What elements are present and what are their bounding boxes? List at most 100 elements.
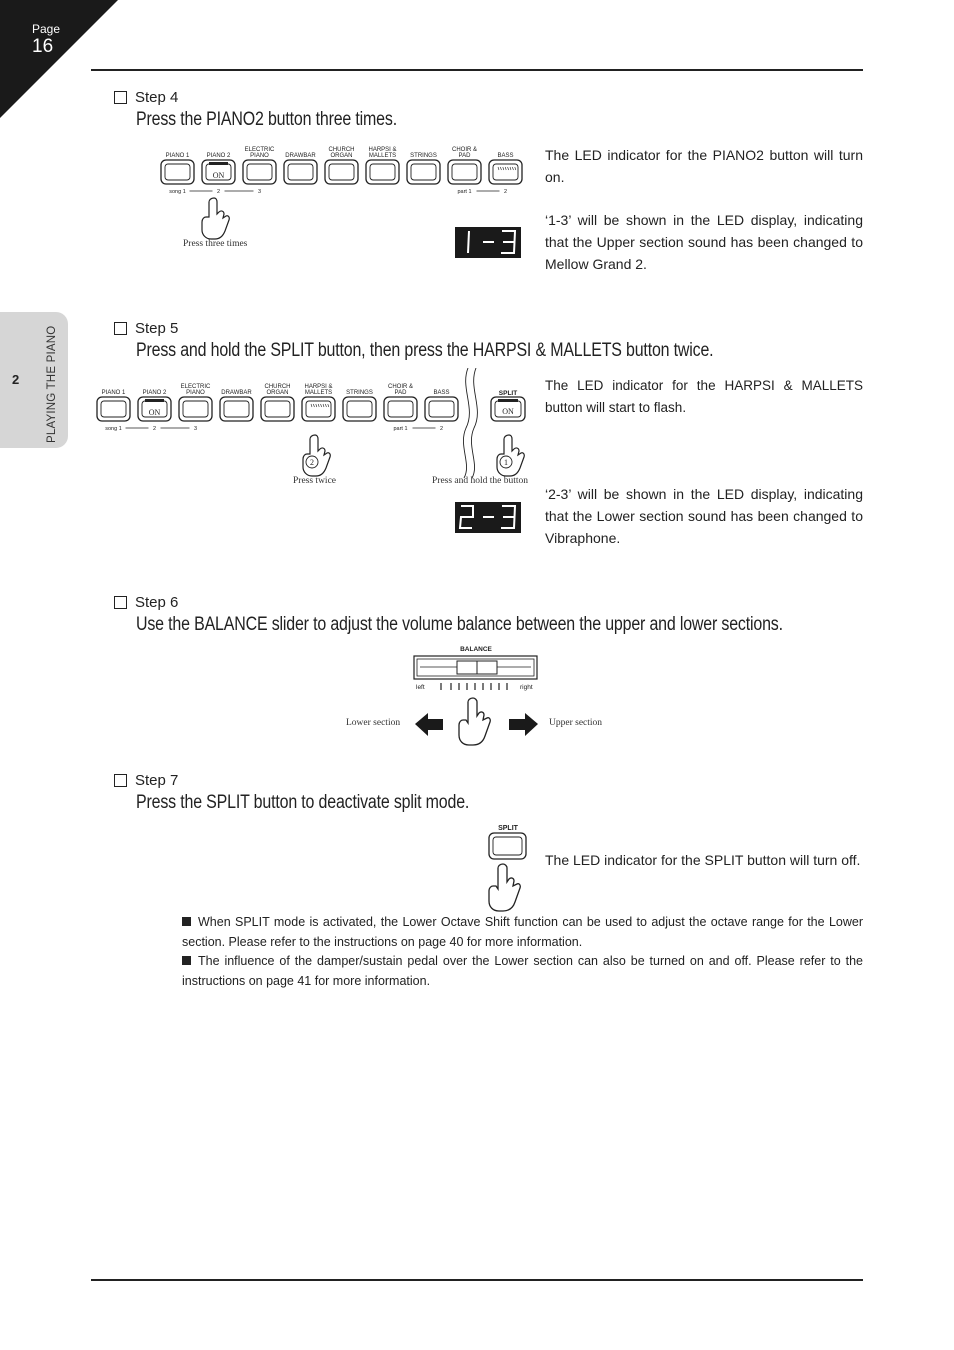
split-button[interactable] bbox=[488, 832, 527, 860]
panel-button-2[interactable] bbox=[242, 159, 277, 185]
button-label-4: ORGAN bbox=[266, 390, 288, 396]
button-label-2: PIANO bbox=[186, 390, 205, 396]
button-label-8: BASS bbox=[433, 390, 449, 396]
panel-button-8[interactable] bbox=[488, 159, 523, 185]
page-number: 16 bbox=[32, 36, 54, 57]
page-corner-tab bbox=[0, 0, 118, 118]
button-label-7: CHOIR & bbox=[452, 147, 477, 153]
balance-slider-diagram: BALANCE left right bbox=[413, 646, 538, 746]
on-indicator-label: ON bbox=[213, 171, 225, 180]
button-label-2: PIANO bbox=[250, 153, 269, 159]
step5-para2: ‘2-3’ will be shown in the LED display, … bbox=[545, 486, 863, 546]
chapter-number: 2 bbox=[12, 372, 20, 387]
split-label: SPLIT bbox=[498, 825, 519, 832]
panel-break-line bbox=[462, 368, 470, 479]
step4-para2: ‘1-3’ will be shown in the LED display, … bbox=[545, 212, 863, 272]
panel-button-5[interactable] bbox=[365, 159, 400, 185]
panel-button-4[interactable] bbox=[324, 159, 359, 185]
step6-label: Step 6 bbox=[114, 594, 178, 611]
bottom-rule bbox=[91, 1279, 863, 1281]
panel-button-7[interactable] bbox=[447, 159, 482, 185]
panel-button-0[interactable] bbox=[160, 159, 195, 185]
song-label: 3 bbox=[194, 426, 197, 432]
hand-pointer-icon bbox=[488, 863, 521, 912]
step4-label: Step 4 bbox=[114, 89, 178, 106]
panel-button-2[interactable] bbox=[178, 396, 213, 422]
step5-caption-hold: Press and hold the button bbox=[432, 476, 529, 486]
song-label: 3 bbox=[258, 189, 261, 195]
button-label-0: PIANO 1 bbox=[102, 390, 126, 396]
page-label: Page bbox=[32, 22, 61, 36]
part-label: 2 bbox=[440, 426, 443, 432]
balance-ticks bbox=[440, 683, 508, 690]
on-indicator-label: ON bbox=[149, 408, 161, 417]
button-label-4: ORGAN bbox=[330, 153, 352, 159]
button-label-5: HARPSI & bbox=[304, 384, 332, 390]
button-label-8: BASS bbox=[497, 153, 513, 159]
panel-button-0[interactable] bbox=[96, 396, 131, 422]
button-label-4: CHURCH bbox=[329, 147, 355, 153]
led-display-2-3 bbox=[455, 502, 521, 533]
button-label-7: CHOIR & bbox=[388, 384, 413, 390]
checkbox-icon bbox=[114, 774, 127, 787]
step5-caption-twice: Press twice bbox=[293, 476, 337, 486]
step7-label: Step 7 bbox=[114, 772, 178, 789]
button-label-5: MALLETS bbox=[369, 153, 396, 159]
button-label-7: PAD bbox=[395, 390, 408, 396]
split-button-diagram: SPLIT bbox=[488, 825, 527, 912]
button-label-5: HARPSI & bbox=[368, 147, 396, 153]
seven-segment-2-3 bbox=[458, 505, 517, 529]
step4-para1: The LED indicator for the PIANO2 button … bbox=[545, 147, 863, 185]
song-label: song 1 bbox=[169, 189, 186, 195]
button-label-6: STRINGS bbox=[346, 390, 373, 396]
panel-button-6[interactable] bbox=[406, 159, 441, 185]
hand-pointer-icon bbox=[201, 197, 230, 240]
button-label-2: ELECTRIC bbox=[245, 147, 275, 153]
press-order-number: 1 bbox=[504, 458, 508, 467]
panel-button-4[interactable] bbox=[260, 396, 295, 422]
step5-para1: The LED indicator for the HARPSI & MALLE… bbox=[545, 378, 863, 415]
balance-label: BALANCE bbox=[460, 646, 492, 653]
chapter-label: PLAYING THE PIANO bbox=[46, 325, 58, 443]
part-label: part 1 bbox=[393, 426, 407, 432]
balance-slider-frame bbox=[413, 655, 538, 680]
panel-button-7[interactable] bbox=[383, 396, 418, 422]
note-1: When SPLIT mode is activated, the Lower … bbox=[182, 915, 863, 949]
hand-pointer-icon: 2 bbox=[302, 434, 331, 477]
step7-para1: The LED indicator for the SPLIT button w… bbox=[545, 852, 861, 868]
panel-button-1[interactable] bbox=[201, 159, 236, 185]
split-button[interactable] bbox=[490, 396, 526, 422]
button-label-0: PIANO 1 bbox=[166, 153, 190, 159]
song-label: song 1 bbox=[105, 426, 122, 432]
song-label: 2 bbox=[217, 189, 220, 195]
panel-button-3[interactable] bbox=[219, 396, 254, 422]
panel-button-3[interactable] bbox=[283, 159, 318, 185]
upper-section-caption: Upper section bbox=[549, 718, 603, 728]
button-label-7: PAD bbox=[459, 153, 472, 159]
checkbox-icon bbox=[114, 596, 127, 609]
balance-left-label: left bbox=[416, 684, 425, 691]
part-label: part 1 bbox=[457, 189, 471, 195]
lower-section-caption: Lower section bbox=[346, 718, 401, 728]
step6-heading: Use the BALANCE slider to adjust the vol… bbox=[136, 614, 783, 635]
panel-button-1[interactable] bbox=[137, 396, 172, 422]
panel-button-8[interactable] bbox=[424, 396, 459, 422]
step4-caption: Press three times bbox=[183, 239, 248, 249]
button-label-5: MALLETS bbox=[305, 390, 332, 396]
step5-label: Step 5 bbox=[114, 320, 178, 337]
on-indicator-label: ON bbox=[502, 407, 514, 416]
balance-right-label: right bbox=[520, 684, 533, 691]
panel-button-5[interactable] bbox=[301, 396, 336, 422]
panel-button-6[interactable] bbox=[342, 396, 377, 422]
hand-pointer-icon: 1 bbox=[496, 434, 525, 477]
button-label-3: DRAWBAR bbox=[221, 390, 252, 396]
part-label: 2 bbox=[504, 189, 507, 195]
top-rule bbox=[91, 69, 863, 71]
arrow-right-icon bbox=[509, 713, 538, 736]
button-label-3: DRAWBAR bbox=[285, 153, 316, 159]
button-label-4: CHURCH bbox=[265, 384, 291, 390]
bullet-square-icon bbox=[182, 917, 191, 926]
bullet-square-icon bbox=[182, 956, 191, 965]
seven-segment-1-3 bbox=[467, 230, 517, 254]
